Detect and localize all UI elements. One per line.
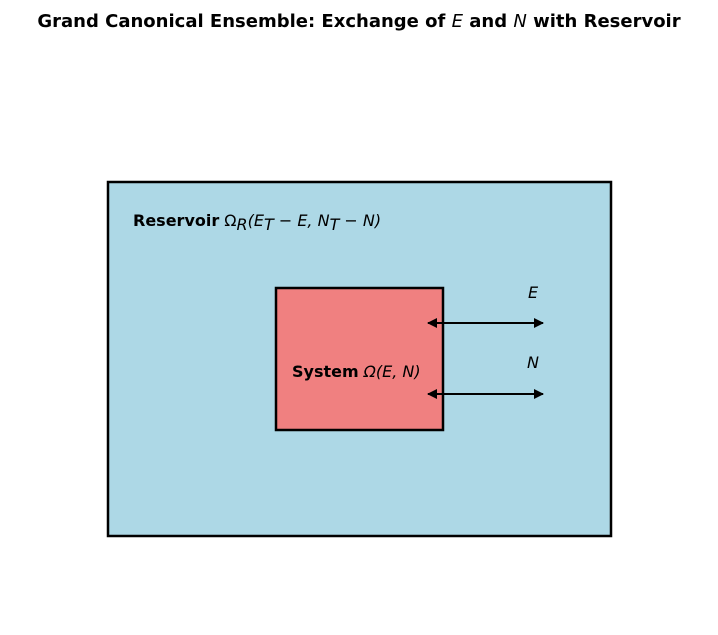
reservoir-args-sub-2: T	[330, 215, 341, 234]
title-var-e: E	[452, 11, 464, 32]
particle-exchange-label: N	[527, 353, 539, 372]
reservoir-omega-subscript: R	[236, 215, 247, 234]
figure-title: Grand Canonical Ensemble: Exchange of E …	[37, 11, 680, 32]
reservoir-label-text: Reservoir	[133, 211, 219, 230]
title-suffix: with Reservoir	[527, 11, 681, 32]
energy-exchange-label: E	[528, 283, 539, 302]
reservoir-args-end: − N)	[339, 211, 381, 230]
reservoir-args: (E	[248, 211, 265, 230]
system-box	[274, 286, 445, 432]
reservoir-args-mid: − E, N	[274, 211, 330, 230]
title-middle: and	[463, 11, 513, 32]
reservoir-omega: Ω	[224, 211, 236, 230]
system-formula: Ω(E, N)	[363, 362, 421, 381]
title-var-n: N	[513, 11, 526, 32]
title-prefix: Grand Canonical Ensemble: Exchange of	[37, 11, 451, 32]
reservoir-args-sub-1: T	[264, 215, 275, 234]
system-label-text: System	[292, 362, 359, 381]
